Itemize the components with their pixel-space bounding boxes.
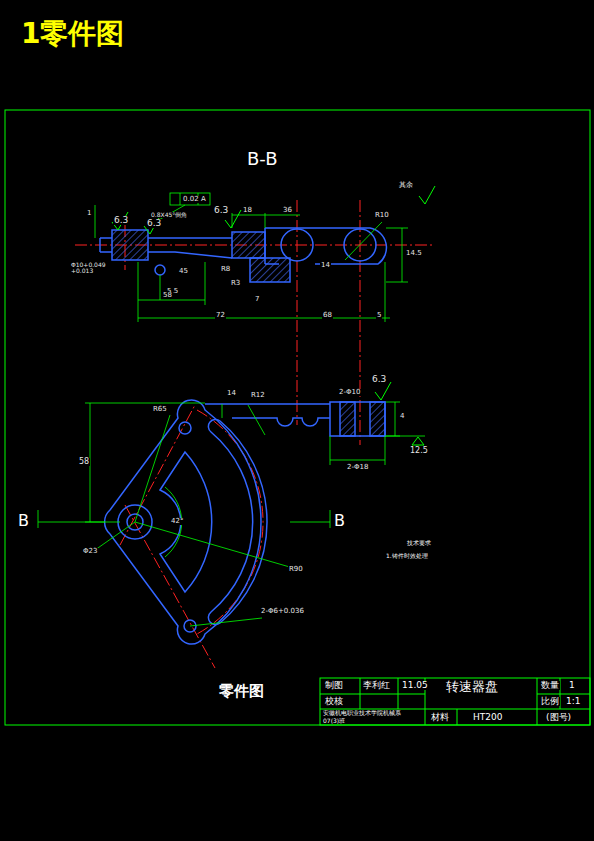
page-title: 1零件图 [20,20,125,48]
dimension-text: 6.3 [113,216,129,225]
dimension-text: 7 [254,296,260,303]
dimension-text: R3 [230,280,241,287]
drawing-frame [5,110,590,725]
table-cell: 比例 [540,697,560,706]
table-cell: 07(3)班 [322,718,346,724]
dimension-text: 0.02 [182,196,200,203]
section-view [100,228,386,282]
roughness-symbols [112,186,435,445]
dimension-text: 4 [399,413,405,420]
table-cell: 安徽机电职业技术学院机械系 [322,710,402,716]
dimension-text: 6.3 [371,375,387,384]
dimension-text: 45 [178,268,189,275]
table-cell: 1:1 [565,697,581,706]
title-block [320,678,590,725]
dimension-text: R12 [250,392,266,399]
plan-view [105,400,385,644]
dimension-text: 2-Φ10 [338,389,361,396]
dimension-text: 1 [86,210,92,217]
dimension-text: 12.5 [409,447,429,455]
dimension-text: 其余 [398,182,414,189]
dimension-text: 14.5 [405,250,423,257]
dimension-text: Φ10+0.049 +0.013 [70,262,112,274]
section-mark: B [333,513,346,529]
table-cell: 李利红 [362,681,391,690]
section-mark: B [17,513,30,529]
dimension-text: R90 [288,566,304,573]
dimension-text: 14 [226,390,237,397]
note-text: 技术要求 [406,540,432,546]
table-cell: 转速器盘 [445,680,499,693]
dimension-text: 5 [376,312,382,319]
dimension-text: 68 [322,312,333,319]
dimension-text: 18 [242,207,253,214]
dimension-text: R8 [220,266,231,273]
table-cell: 校核 [324,697,344,706]
dimension-text: 14 [320,262,331,269]
table-cell: (图号) [545,713,572,722]
dimension-text: 6.3 [146,219,162,228]
center-lines [75,200,432,668]
dimension-text: 36 [282,207,293,214]
table-cell: 材料 [430,713,450,722]
section-label: B-B [246,150,279,168]
dimension-text: 72 [215,312,226,319]
dimension-text: R10 [374,212,390,219]
dimension-text: Φ23 [82,548,98,555]
note-text: 1.铸件时效处理 [385,553,429,559]
dimension-text: A [200,196,207,203]
dimension-text: 0.8X45°倒角 [150,212,188,218]
dimension-text: 58 [78,458,90,466]
table-cell: 制图 [324,681,344,690]
dimension-text: 6.3 [213,206,229,215]
table-cell: 11.05 [401,681,429,690]
dimension-text: R65 [152,406,168,413]
table-cell: 数量 [540,681,560,690]
dimension-text: 2-Φ18 [346,464,369,471]
dimension-text: 58 [162,292,173,299]
view-caption: 零件图 [218,684,265,699]
table-cell: 1 [568,681,576,690]
dimension-text: 2-Φ6+0.036 [260,608,305,615]
table-cell: HT200 [472,713,503,722]
dimension-text: 42° [170,518,184,525]
dimension-lines [38,193,425,626]
